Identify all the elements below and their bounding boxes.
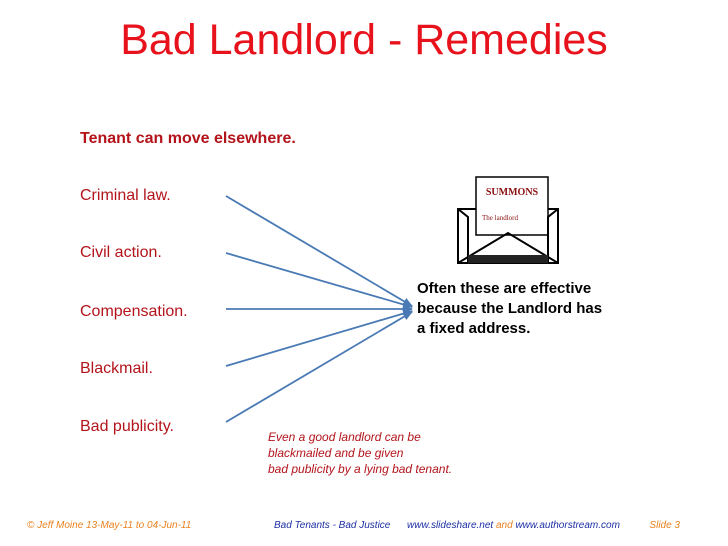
- arrow-bad-publicity: [225, 311, 413, 423]
- arrow-civil-action: [225, 252, 413, 309]
- publicity-note: Even a good landlord can be blackmailed …: [268, 429, 452, 477]
- remedy-blackmail: Blackmail.: [80, 360, 153, 377]
- slide-title: Bad Landlord - Remedies: [120, 16, 608, 64]
- footer-series: Bad Tenants - Bad Justice: [274, 520, 391, 531]
- footer-author: © Jeff Moine 13-May-11 to 04-Jun-11: [27, 520, 192, 531]
- summons-envelope-icon: SUMMONS The landlord: [457, 176, 559, 264]
- arrow-blackmail: [225, 309, 413, 367]
- remedy-civil-action: Civil action.: [80, 244, 162, 261]
- remedy-bad-publicity: Bad publicity.: [80, 418, 174, 435]
- arrow-criminal-law: [225, 195, 413, 307]
- footer-slide-number: Slide 3: [649, 520, 680, 531]
- footer-link-slideshare[interactable]: www.slideshare.net: [407, 520, 494, 531]
- effective-line-1: Often these are effective: [417, 280, 592, 297]
- remedy-move-elsewhere: Tenant can move elsewhere.: [80, 130, 296, 147]
- effective-line-3: a fixed address.: [417, 320, 531, 337]
- note-line-2: blackmailed and be given: [268, 446, 404, 460]
- summons-recipient: The landlord: [482, 214, 518, 222]
- note-line-1: Even a good landlord can be: [268, 430, 421, 444]
- remedy-criminal-law: Criminal law.: [80, 187, 171, 204]
- effective-note: Often these are effective because the La…: [417, 279, 677, 339]
- footer-link-authorstream[interactable]: www.authorstream.com: [515, 520, 620, 531]
- remedy-compensation: Compensation.: [80, 303, 188, 320]
- footer-center: Bad Tenants - Bad Justice www.slideshare…: [274, 520, 620, 531]
- effective-line-2: because the Landlord has: [417, 300, 603, 317]
- footer-and: and: [495, 520, 513, 531]
- note-line-3: bad publicity by a lying bad tenant.: [268, 462, 453, 476]
- summons-heading: SUMMONS: [486, 187, 539, 198]
